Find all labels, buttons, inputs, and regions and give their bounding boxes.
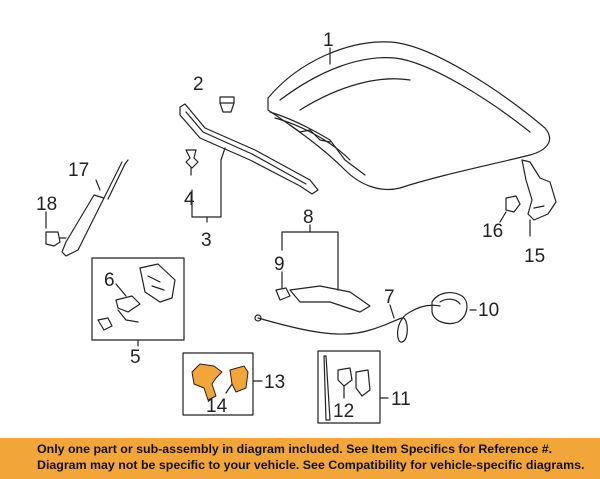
leader-6: [115, 283, 127, 297]
hood-part: [267, 41, 551, 191]
leader-16: [499, 211, 507, 223]
stud-part: [45, 231, 67, 247]
disclaimer-line-2: Diagram may not be specific to your vehi…: [37, 458, 585, 472]
callout-9: 9: [274, 254, 285, 275]
hinge-part: [323, 355, 371, 421]
leader-8: [281, 231, 339, 291]
bumper-part: [505, 195, 521, 213]
leader-3-4: [191, 159, 222, 218]
seal-part: [179, 103, 319, 195]
callout-16: 16: [482, 221, 503, 242]
leader-14: [225, 383, 233, 394]
release-handle-part: [431, 292, 468, 325]
callout-1: 1: [323, 30, 334, 51]
disclaimer-banner: Only one part or sub-assembly in diagram…: [0, 438, 600, 479]
release-lever-part: [275, 285, 371, 313]
latch-highlight-part: [191, 363, 249, 401]
bracket-part: [97, 263, 176, 331]
callout-8: 8: [303, 207, 314, 228]
callout-7: 7: [384, 287, 395, 308]
callout-3: 3: [201, 230, 212, 251]
callout-6: 6: [104, 270, 115, 291]
striker-part: [521, 159, 557, 221]
callout-13: 13: [264, 372, 285, 393]
leader-17: [95, 179, 101, 191]
callout-11: 11: [391, 389, 411, 410]
callout-14: 14: [206, 396, 228, 417]
callout-4: 4: [184, 189, 195, 210]
callout-17: 17: [68, 160, 89, 181]
disclaimer-line-1: Only one part or sub-assembly in diagram…: [37, 442, 553, 456]
cable-part: [254, 304, 441, 343]
callout-5: 5: [130, 347, 141, 368]
hinge-box: [317, 350, 381, 424]
clip-top-part: [219, 96, 235, 113]
callout-10: 10: [478, 300, 499, 321]
clip-left-part: [185, 149, 199, 176]
callout-18: 18: [36, 194, 57, 215]
leader-3: [220, 147, 226, 161]
support-strut-part: [61, 159, 129, 257]
leader-7: [389, 304, 395, 319]
latch-box: [182, 352, 254, 416]
callout-2: 2: [193, 74, 204, 95]
callout-15: 15: [524, 246, 545, 267]
callout-12: 12: [333, 401, 354, 422]
